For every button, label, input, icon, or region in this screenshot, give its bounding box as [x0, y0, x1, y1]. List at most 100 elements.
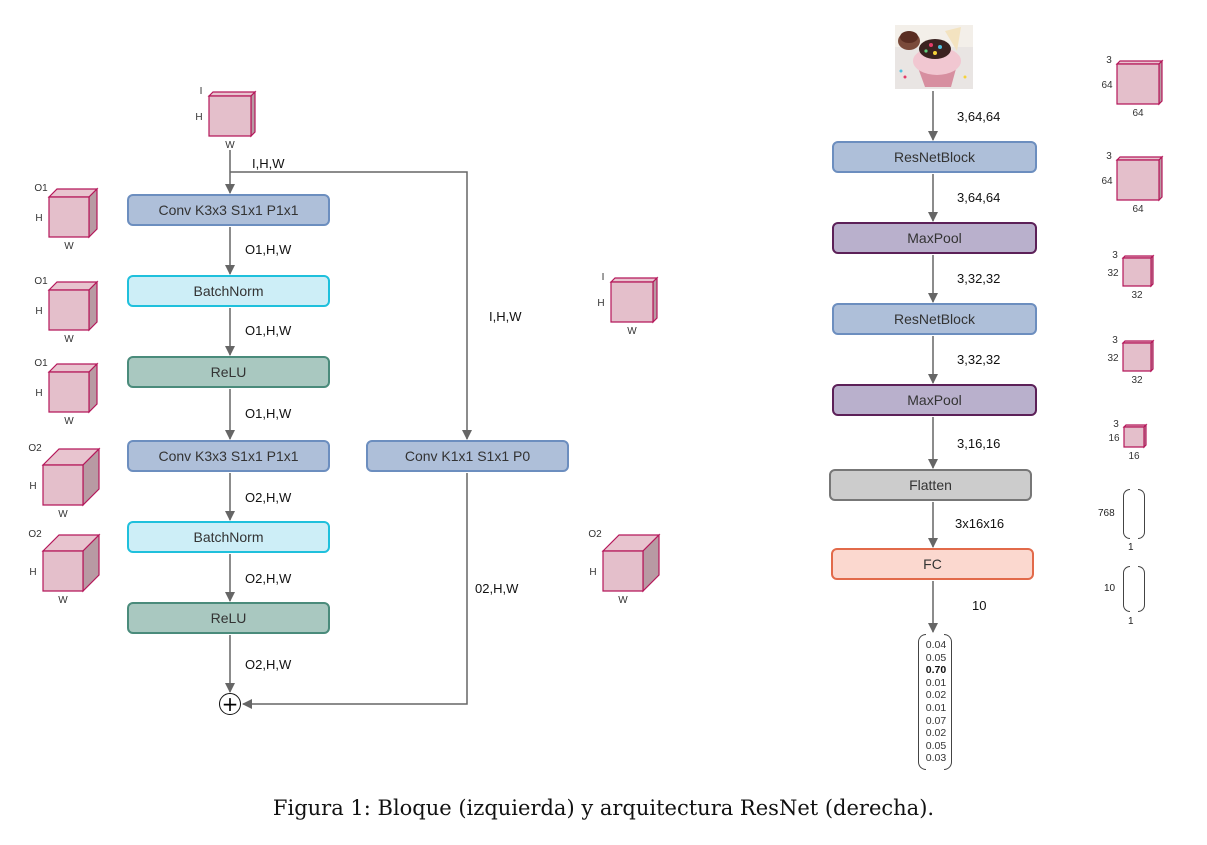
tensor-cube-3	[47, 362, 99, 414]
sum-node-icon: +	[219, 693, 241, 715]
tensor-cubes: IHWO1HWO1HWO1HWO2HWO2HWIHWO2HW3646436464…	[28, 55, 1164, 606]
input-tensor-cube-width: W	[225, 140, 235, 151]
flatten-vector-icon	[1123, 489, 1145, 539]
arch-cube-3-width: 32	[1131, 290, 1143, 301]
relu-box-2: ReLU	[127, 602, 330, 634]
arch-edge-label-3: 3,32,32	[957, 271, 1001, 286]
probability-value: 0.01	[925, 676, 947, 689]
input-tensor-cube	[207, 90, 257, 138]
edge-label-5: O2,H,W	[245, 571, 292, 586]
flatten-vector-rows: 768	[1098, 508, 1115, 519]
arch-edge-label-6: 3x16x16	[955, 516, 1005, 531]
arch-cube-1-channels: 3	[1106, 55, 1112, 66]
tensor-cube-3-height: H	[35, 388, 42, 399]
skip-out-cube-width: W	[618, 595, 628, 606]
arch-cube-4-width: 32	[1131, 375, 1143, 386]
flatten-box: Flatten	[829, 469, 1032, 501]
arch-cube-2-width: 64	[1132, 204, 1144, 215]
arch-cube-2	[1115, 155, 1164, 202]
skip-out-cube-height: H	[589, 567, 596, 578]
arch-cube-5-width: 16	[1128, 451, 1140, 462]
conv-k1-skip-box: Conv K1x1 S1x1 P0	[366, 440, 569, 472]
tensor-cube-5-height: H	[29, 567, 36, 578]
arch-cube-3-height: 32	[1107, 268, 1119, 279]
flow-arrows	[225, 91, 938, 709]
fc-vector-rows: 10	[1104, 583, 1116, 594]
skip-in-cube	[609, 276, 659, 324]
edge-label-3: O1,H,W	[245, 406, 292, 421]
tensor-cube-4-width: W	[58, 509, 68, 520]
arrow-skip-in	[230, 171, 472, 440]
skip-in-cube-height: H	[597, 298, 604, 309]
fc-vector-cols: 1	[1128, 616, 1134, 627]
resnetblock-box-1: ResNetBlock	[832, 141, 1037, 173]
arch-cube-5-height: 16	[1108, 433, 1120, 444]
input-tensor-cube-height: H	[195, 112, 202, 123]
probability-value: 0.05	[925, 651, 947, 664]
tensor-cube-5	[41, 533, 101, 593]
arch-cube-4-channels: 3	[1112, 335, 1118, 346]
skip-in-label: I,H,W	[489, 309, 522, 324]
probability-value: 0.70	[925, 664, 947, 677]
figure-caption: Figura 1: Bloque (izquierda) y arquitect…	[272, 796, 935, 820]
probability-value: 0.04	[925, 639, 947, 651]
skip-out-cube-channels: O2	[588, 529, 602, 540]
conv-k3-box-2: Conv K3x3 S1x1 P1x1	[127, 440, 330, 472]
maxpool-box-1: MaxPool	[832, 222, 1037, 254]
resnetblock-box-2: ResNetBlock	[832, 303, 1037, 335]
tensor-cube-2-height: H	[35, 306, 42, 317]
arch-edge-label-4: 3,32,32	[957, 352, 1001, 367]
arch-cube-5	[1122, 423, 1148, 449]
input-tensor-cube-channels: I	[200, 86, 203, 97]
skip-in-cube-channels: I	[602, 272, 605, 283]
edge-label-2: O1,H,W	[245, 323, 292, 338]
fc-vector-icon	[1123, 566, 1145, 612]
edge-label-4: O2,H,W	[245, 490, 292, 505]
fc-box: FC	[831, 548, 1034, 580]
tensor-cube-4-height: H	[29, 481, 36, 492]
arch-cube-2-height: 64	[1101, 176, 1113, 187]
probability-value: 0.07	[925, 714, 947, 727]
arch-cube-1-height: 64	[1101, 80, 1113, 91]
skip-in-cube-width: W	[627, 326, 637, 337]
tensor-cube-1	[47, 187, 99, 239]
tensor-cube-1-channels: O1	[34, 183, 48, 194]
batchnorm-box-1: BatchNorm	[127, 275, 330, 307]
arch-cube-3-channels: 3	[1112, 250, 1118, 261]
probability-value: 0.03	[925, 752, 947, 765]
arch-cube-5-channels: 3	[1113, 419, 1119, 430]
arch-edge-label-7: 10	[972, 598, 987, 613]
arch-edge-label-5: 3,16,16	[957, 436, 1001, 451]
tensor-cube-1-width: W	[64, 241, 74, 252]
edge-label-1: O1,H,W	[245, 242, 292, 257]
arrow-skip-out	[242, 473, 468, 709]
tensor-cube-3-channels: O1	[34, 358, 48, 369]
arch-cube-2-channels: 3	[1106, 151, 1112, 162]
probability-value: 0.02	[925, 727, 947, 740]
tensor-cube-2-width: W	[64, 334, 74, 345]
arch-cube-1	[1115, 59, 1164, 106]
arch-cube-4-height: 32	[1107, 353, 1119, 364]
tensor-cube-5-width: W	[58, 595, 68, 606]
tensor-cube-4-channels: O2	[28, 443, 42, 454]
arch-cube-3	[1121, 254, 1155, 288]
arch-cube-4	[1121, 339, 1155, 373]
probability-value: 0.05	[925, 739, 947, 752]
flatten-vector-cols: 1	[1128, 542, 1134, 553]
maxpool-box-2: MaxPool	[832, 384, 1037, 416]
tensor-cube-3-width: W	[64, 416, 74, 427]
skip-out-label: 02,H,W	[475, 581, 519, 596]
arch-edge-label-2: 3,64,64	[957, 190, 1001, 205]
tensor-cube-1-height: H	[35, 213, 42, 224]
input-image-cupcake	[895, 25, 973, 89]
tensor-cube-5-channels: O2	[28, 529, 42, 540]
arch-cube-1-width: 64	[1132, 108, 1144, 119]
input-shape-label: I,H,W	[252, 156, 285, 171]
tensor-cube-2	[47, 280, 99, 332]
batchnorm-box-2: BatchNorm	[127, 521, 330, 553]
skip-out-cube	[601, 533, 661, 593]
